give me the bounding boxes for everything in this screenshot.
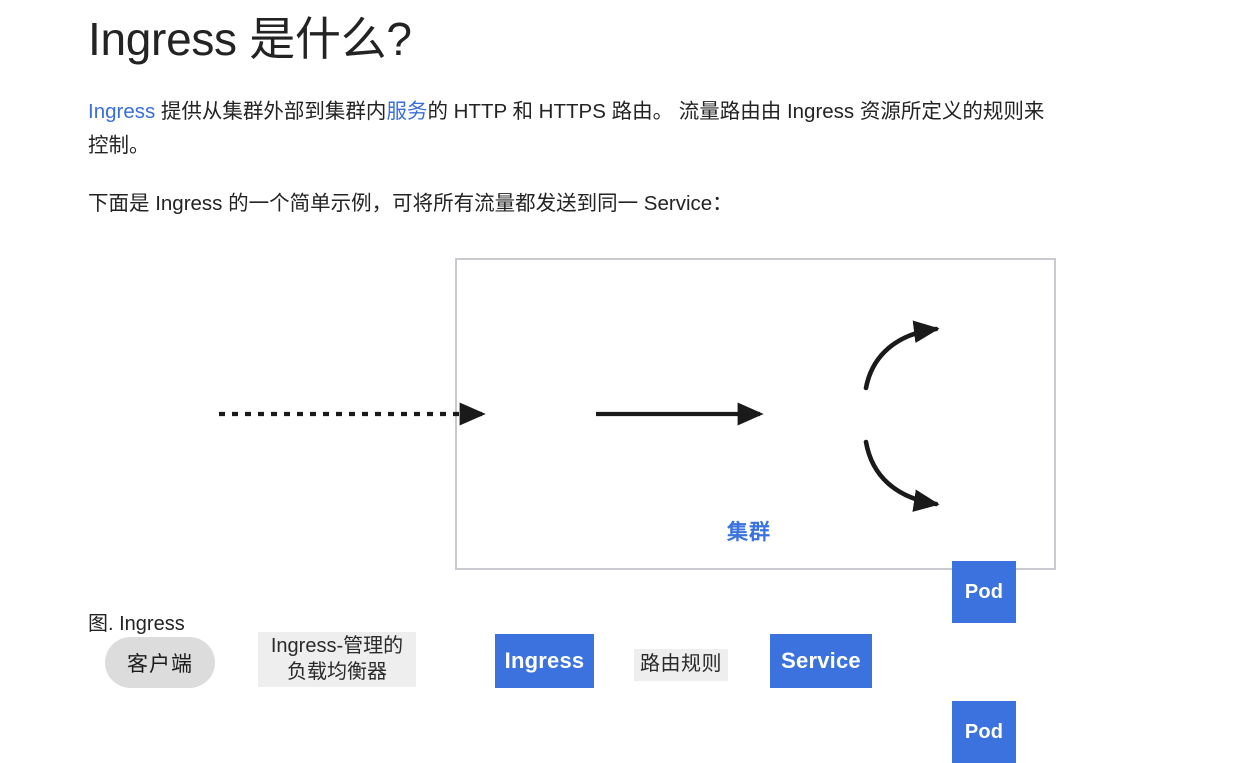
edge-label-routing-rules: 路由规则	[634, 649, 728, 681]
node-client[interactable]: 客户端	[105, 637, 215, 688]
ingress-diagram: 客户端 Ingress-管理的 负载均衡器 Ingress 路由规则 Servi…	[0, 248, 1252, 763]
paragraph-example: 下面是 Ingress 的一个简单示例，可将所有流量都发送到同一 Service…	[88, 192, 733, 216]
paragraph-intro-text-2: 的 HTTP 和 HTTPS 路由。 流量路由由 Ingress 资源所定义的规…	[88, 100, 1045, 157]
node-pod-top[interactable]: Pod	[952, 561, 1016, 623]
article-content: Ingress 是什么? Ingress 提供从集群外部到集群内服务的 HTTP…	[88, 0, 1068, 220]
figure-caption: 图. Ingress	[88, 613, 185, 635]
paragraph-intro: Ingress 提供从集群外部到集群内服务的 HTTP 和 HTTPS 路由。 …	[88, 95, 1056, 162]
paragraph-intro-text-1: 提供从集群外部到集群内	[155, 100, 387, 124]
cluster-label: 集群	[727, 521, 771, 544]
edge-service-to-pod-top	[863, 320, 940, 391]
node-service[interactable]: Service	[770, 634, 872, 688]
page-title: Ingress 是什么?	[88, 13, 412, 65]
link-ingress[interactable]: Ingress	[88, 100, 156, 124]
node-pod-bottom[interactable]: Pod	[952, 701, 1016, 763]
node-ingress[interactable]: Ingress	[495, 634, 594, 688]
edge-label-load-balancer: Ingress-管理的 负载均衡器	[258, 632, 416, 688]
link-service[interactable]: 服务	[386, 100, 428, 124]
edge-service-to-pod-bottom	[863, 439, 940, 512]
diagram-connectors	[219, 320, 940, 512]
